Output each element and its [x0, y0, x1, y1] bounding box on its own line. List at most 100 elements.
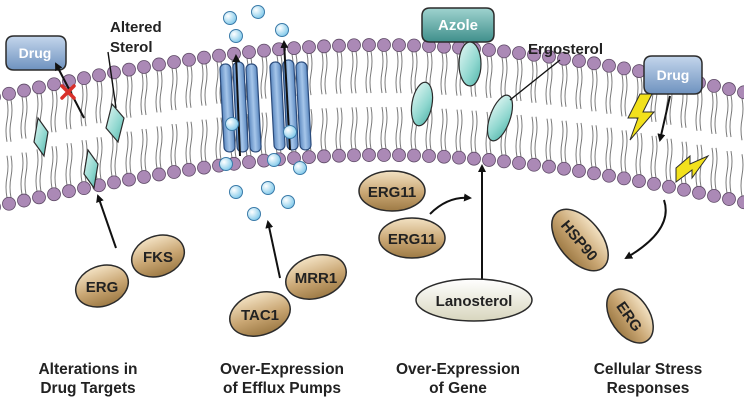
lipid-tail: [205, 64, 207, 106]
lipid-head: [393, 149, 406, 162]
lipid-tail: [610, 72, 612, 114]
lipid-head: [243, 156, 256, 169]
lipid-tail: [85, 84, 87, 126]
lipid-tail: [325, 108, 327, 150]
drug-molecule-dot: [230, 186, 243, 199]
lipid-tail: [411, 51, 413, 93]
lipid-head: [738, 196, 744, 209]
lipid-tail: [636, 133, 638, 175]
drug-molecule-dot: [226, 118, 239, 131]
lipid-tail: [400, 107, 402, 149]
lipid-head: [78, 72, 91, 85]
lipid-head: [438, 150, 451, 163]
lipid-head: [108, 66, 121, 79]
lipid-tail: [126, 132, 128, 174]
lipid-tail: [396, 51, 398, 93]
lipid-tail: [321, 52, 323, 94]
lipid-tail: [366, 107, 368, 149]
lipid-head: [123, 173, 136, 186]
caption-drug-targets: Alterations in Drug Targets: [8, 360, 168, 398]
lipid-tail: [70, 143, 72, 185]
lipid-tail: [370, 51, 372, 93]
lipid-tail: [126, 76, 128, 118]
lipid-tail: [396, 107, 398, 149]
erg-label-left: ERG: [86, 279, 119, 296]
lipid-head: [48, 188, 61, 201]
lipid-tail: [730, 95, 732, 137]
lipid-head: [198, 161, 211, 174]
lipid-tail: [10, 100, 12, 142]
drug-molecule-dot: [284, 126, 297, 139]
lipid-tail: [160, 70, 162, 112]
lipid-head: [123, 63, 136, 76]
lipid-head: [3, 87, 16, 100]
lipid-head: [243, 46, 256, 59]
lipid-head: [423, 150, 436, 163]
fks-protein: FKS: [126, 228, 190, 284]
altered-label-line1: Altered: [110, 19, 162, 36]
caption-gene: Over-Expression of Gene: [378, 360, 538, 398]
lipid-tail: [726, 151, 728, 193]
lipid-head: [303, 41, 316, 54]
lipid-tail: [355, 51, 357, 93]
lipid-tail: [711, 92, 713, 134]
lipid-tail: [130, 132, 132, 174]
lipid-tail: [520, 115, 522, 157]
ergosterol-bound: [459, 42, 481, 86]
lipid-head: [33, 191, 46, 204]
lipid-tail: [216, 118, 218, 160]
lipid-head: [168, 56, 181, 69]
lipid-tail: [415, 51, 417, 93]
lipid-head: [213, 49, 226, 62]
lipid-tail: [565, 65, 567, 107]
lipid-head: [138, 60, 151, 73]
erg11-protein-bottom: ERG11: [379, 218, 445, 258]
lipid-head: [18, 194, 31, 207]
lipid-head: [603, 59, 616, 72]
lipid-head: [618, 62, 631, 75]
tac1-label: TAC1: [241, 307, 279, 324]
lipid-tail: [340, 52, 342, 94]
lipid-tail: [366, 51, 368, 93]
stress-response-arrow: [626, 200, 666, 258]
lipid-head: [228, 47, 241, 60]
caption-line: Responses: [568, 379, 728, 398]
lipid-tail: [171, 68, 173, 110]
lipid-tail: [340, 108, 342, 150]
lipid-head: [333, 39, 346, 52]
lipid-head: [333, 149, 346, 162]
lipid-head: [393, 39, 406, 52]
lipid-head: [663, 180, 676, 193]
lipid-tail: [561, 121, 563, 163]
altered-label-line2: Sterol: [110, 39, 153, 56]
lipid-tail: [55, 90, 57, 132]
lipid-head: [468, 152, 481, 165]
lipid-head: [153, 58, 166, 71]
lipid-tail: [606, 128, 608, 170]
lipid-tail: [625, 74, 627, 116]
lipid-head: [513, 46, 526, 59]
mrr1-protein: MRR1: [280, 247, 352, 306]
lipid-head: [378, 149, 391, 162]
lipid-head: [528, 158, 541, 171]
lipid-tail: [186, 122, 188, 164]
drug-label-left: Drug: [19, 45, 52, 61]
lipid-head: [318, 40, 331, 53]
arrow-up: [268, 222, 280, 278]
lipid-head: [693, 186, 706, 199]
lipid-head: [363, 149, 376, 162]
lipid-tail: [40, 149, 42, 191]
lipid-tail: [546, 119, 548, 161]
lipid-head: [183, 163, 196, 176]
lipid-tail: [336, 52, 338, 94]
stress-lightning-icon: [676, 156, 708, 182]
lipid-head: [678, 183, 691, 196]
lipid-head: [138, 170, 151, 183]
drug-molecule-dot: [276, 24, 289, 37]
lipid-head: [498, 45, 511, 58]
lipid-tail: [216, 62, 218, 104]
lipid-tail: [6, 100, 8, 142]
lipid-tail: [400, 51, 402, 93]
drug-molecule-dot: [282, 196, 295, 209]
lipid-tail: [550, 63, 552, 105]
